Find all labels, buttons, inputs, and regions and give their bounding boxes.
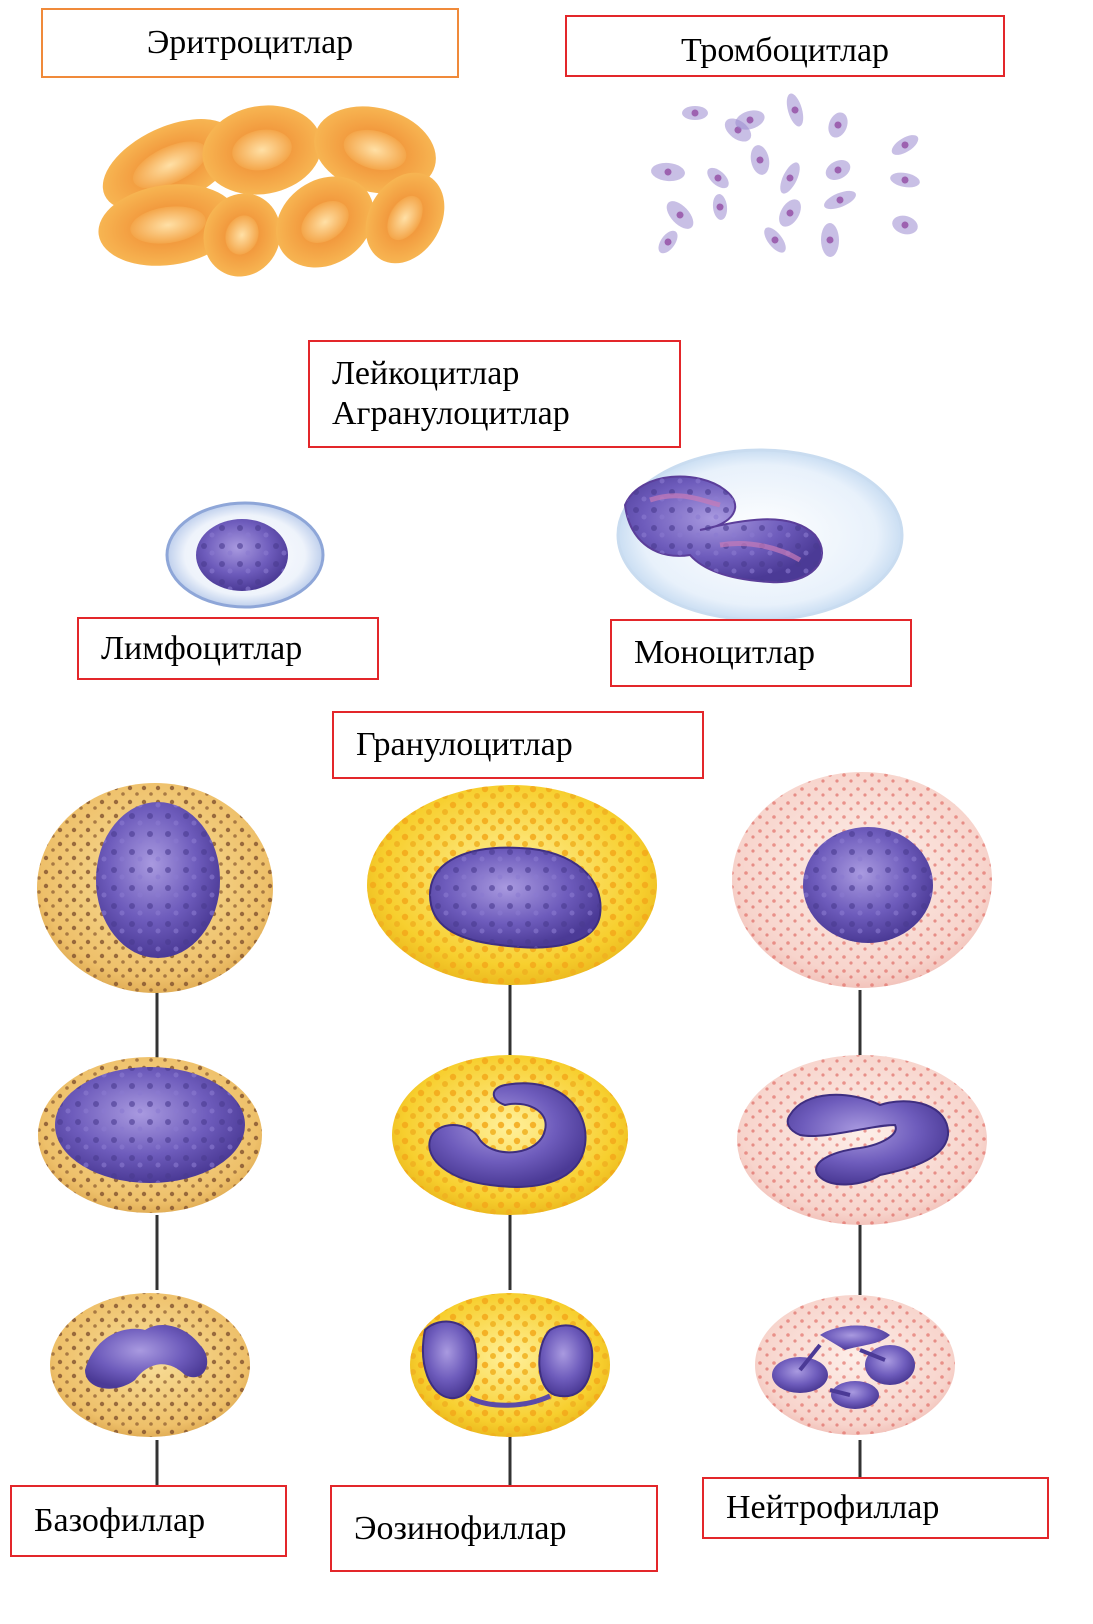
platelet xyxy=(655,227,682,256)
platelet xyxy=(704,164,733,192)
erythrocytes-group xyxy=(89,93,460,287)
erythrocytes-text: Эритроцитлар xyxy=(147,23,353,63)
platelet xyxy=(822,187,859,213)
neutrophil-stage-3 xyxy=(755,1295,955,1435)
neutrophil-stage-1 xyxy=(732,772,992,988)
basophils-text: Базофиллар xyxy=(34,1501,285,1541)
thrombocytes-label: Тромбоцитлар xyxy=(565,15,1005,77)
platelet xyxy=(822,156,853,184)
platelet xyxy=(821,223,840,257)
leukocytes-text: Лейкоцитлар xyxy=(332,354,679,394)
eosinophil-stage-3 xyxy=(410,1293,610,1437)
eosinophil-stage-2 xyxy=(392,1055,628,1215)
monocytes-text: Моноцитлар xyxy=(634,633,910,673)
platelet xyxy=(889,131,922,159)
thrombocytes-text: Тромбоцитлар xyxy=(681,21,889,71)
platelet xyxy=(890,213,920,237)
monocytes-label: Моноцитлар xyxy=(610,619,912,687)
eosinophil-stage-1 xyxy=(367,785,657,985)
basophil-stage-3 xyxy=(50,1293,250,1437)
basophils-label: Базофиллар xyxy=(10,1485,287,1557)
leukocytes-label: Лейкоцитлар Агранулоцитлар xyxy=(308,340,681,448)
monocyte-cell xyxy=(618,450,902,620)
platelet xyxy=(748,144,771,177)
neutrophil-stage-2 xyxy=(737,1055,987,1225)
granulocytes-label: Гранулоцитлар xyxy=(332,711,704,779)
platelet xyxy=(825,110,851,141)
platelet xyxy=(784,92,807,129)
platelet xyxy=(776,160,803,197)
erythrocytes-label: Эритроцитлар xyxy=(41,8,459,78)
basophil-stage-2 xyxy=(38,1057,262,1213)
platelet xyxy=(712,193,729,220)
neutrophils-text: Нейтрофиллар xyxy=(726,1488,1047,1528)
platelet xyxy=(760,224,790,256)
granulocytes-text: Гранулоцитлар xyxy=(356,725,702,765)
eosinophils-text: Эозинофиллар xyxy=(354,1509,656,1549)
platelet xyxy=(682,106,708,120)
thrombocytes-group xyxy=(650,92,921,257)
basophil-stage-1 xyxy=(37,783,273,993)
agranulocytes-text: Агранулоцитлар xyxy=(332,394,679,434)
lymphocyte-cell xyxy=(167,503,323,607)
eosinophils-label: Эозинофиллар xyxy=(330,1485,658,1572)
neutrophils-label: Нейтрофиллар xyxy=(702,1477,1049,1539)
lymphocytes-text: Лимфоцитлар xyxy=(101,629,377,669)
platelet xyxy=(662,196,698,233)
platelet xyxy=(889,171,921,190)
platelet xyxy=(775,196,806,231)
platelet xyxy=(650,162,685,183)
lymphocytes-label: Лимфоцитлар xyxy=(77,617,379,680)
